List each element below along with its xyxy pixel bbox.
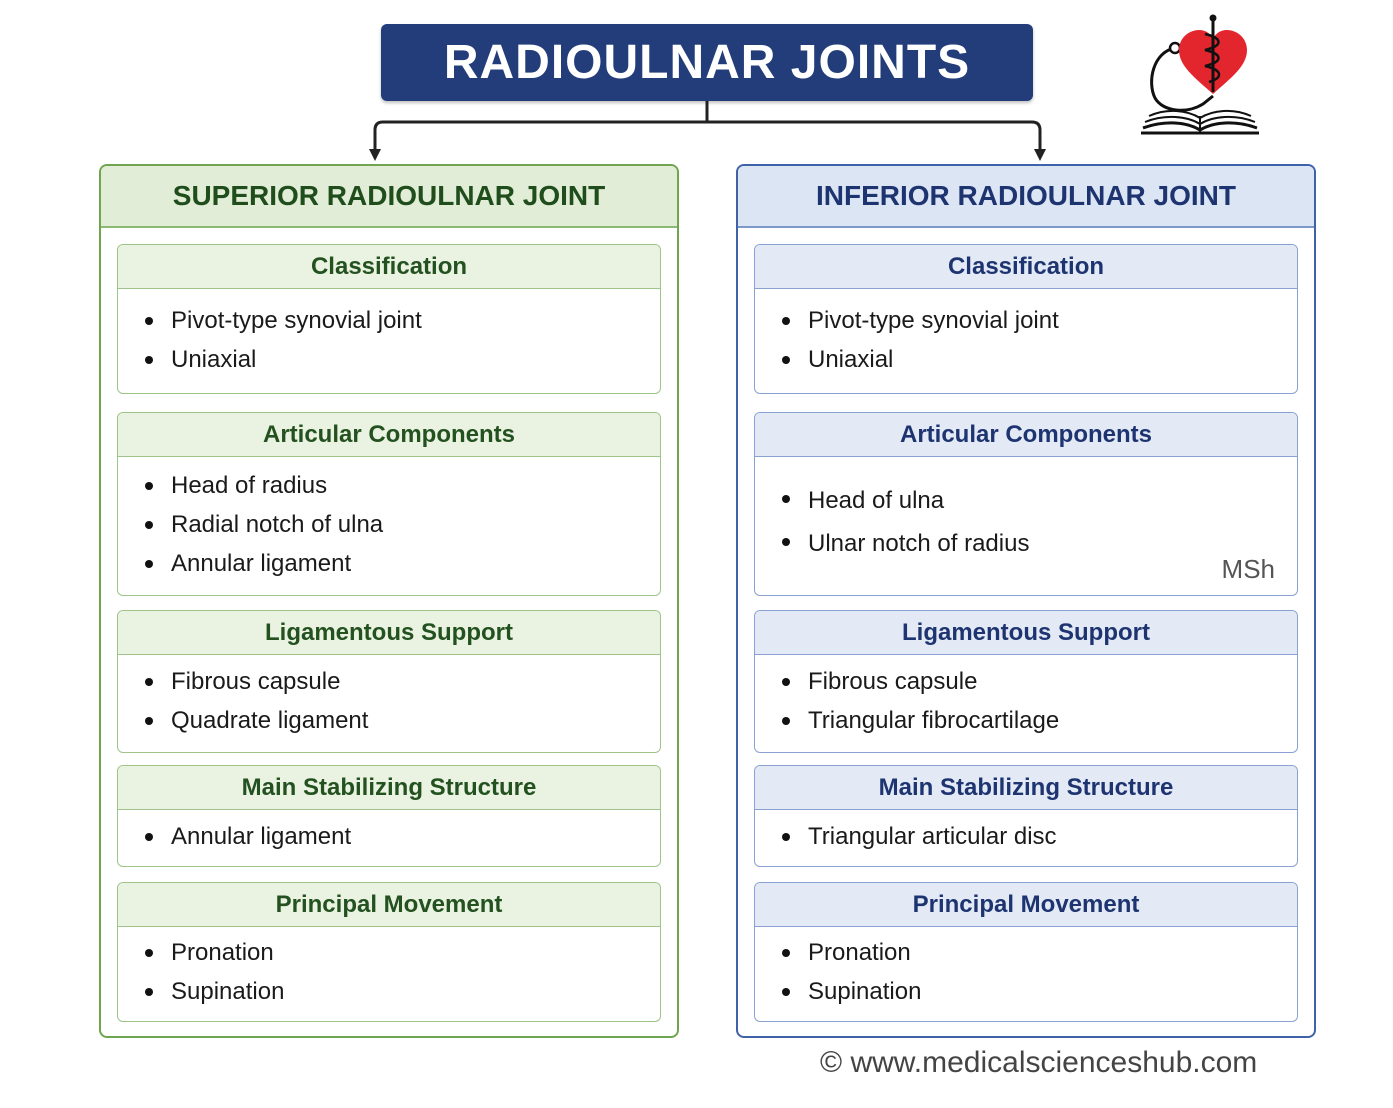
card-title: Articular Components xyxy=(118,413,660,457)
page-title-text: RADIOULNAR JOINTS xyxy=(443,36,971,89)
inferior-card-principal-movement: Principal Movement Pronation Supination xyxy=(754,882,1298,1022)
superior-panel: SUPERIOR RADIOULNAR JOINT Classification… xyxy=(99,164,679,1038)
list-item: Pivot-type synovial joint xyxy=(118,301,660,340)
card-title: Principal Movement xyxy=(118,883,660,927)
list-item: Annular ligament xyxy=(118,817,660,856)
item-list: Head of radius Radial notch of ulna Annu… xyxy=(118,457,660,583)
superior-panel-heading: SUPERIOR RADIOULNAR JOINT xyxy=(101,166,677,228)
item-list: Fibrous capsule Triangular fibrocartilag… xyxy=(755,655,1297,740)
inferior-card-ligamentous-support: Ligamentous Support Fibrous capsule Tria… xyxy=(754,610,1298,753)
inferior-card-articular-components: Articular Components Head of ulna Ulnar … xyxy=(754,412,1298,596)
inferior-panel: INFERIOR RADIOULNAR JOINT Classification… xyxy=(736,164,1316,1038)
open-book-icon xyxy=(1141,110,1259,135)
superior-card-main-stabilizing-structure: Main Stabilizing Structure Annular ligam… xyxy=(117,765,661,867)
list-item: Quadrate ligament xyxy=(118,701,660,740)
page-title: RADIOULNAR JOINTS xyxy=(381,24,1033,101)
list-item: Head of ulna xyxy=(755,479,1297,522)
watermark: MSh xyxy=(1221,554,1275,584)
arrowhead-left-icon xyxy=(369,149,381,161)
copyright-link[interactable]: © www.medicalscienceshub.com xyxy=(820,1046,1258,1079)
list-item: Pronation xyxy=(755,933,1297,972)
inferior-card-classification: Classification Pivot-type synovial joint… xyxy=(754,244,1298,394)
list-item: Ulnar notch of radius xyxy=(755,522,1297,565)
list-item: Uniaxial xyxy=(118,340,660,379)
list-item: Radial notch of ulna xyxy=(118,505,660,544)
list-item: Supination xyxy=(755,972,1297,1011)
list-item: Fibrous capsule xyxy=(755,662,1297,701)
connector-left-branch xyxy=(373,120,707,150)
superior-card-ligamentous-support: Ligamentous Support Fibrous capsule Quad… xyxy=(117,610,661,753)
list-item: Supination xyxy=(118,972,660,1011)
list-item: Fibrous capsule xyxy=(118,662,660,701)
superior-card-classification: Classification Pivot-type synovial joint… xyxy=(117,244,661,394)
list-item: Head of radius xyxy=(118,466,660,505)
superior-card-principal-movement: Principal Movement Pronation Supination xyxy=(117,882,661,1022)
card-title: Classification xyxy=(755,245,1297,289)
caduceus-icon xyxy=(1204,14,1221,92)
list-item: Annular ligament xyxy=(118,544,660,583)
list-item: Pronation xyxy=(118,933,660,972)
item-list: Triangular articular disc xyxy=(755,810,1297,856)
item-list: Pronation Supination xyxy=(118,927,660,1011)
card-title: Classification xyxy=(118,245,660,289)
arrowhead-right-icon xyxy=(1034,149,1046,161)
inferior-panel-heading: INFERIOR RADIOULNAR JOINT xyxy=(738,166,1314,228)
item-list: Pivot-type synovial joint Uniaxial xyxy=(755,289,1297,379)
superior-card-articular-components: Articular Components Head of radius Radi… xyxy=(117,412,661,596)
list-item: Uniaxial xyxy=(755,340,1297,379)
card-title: Principal Movement xyxy=(755,883,1297,927)
connector-right-branch xyxy=(707,120,1042,150)
card-title: Ligamentous Support xyxy=(755,611,1297,655)
list-item: Triangular articular disc xyxy=(755,817,1297,856)
medical-logo xyxy=(1141,14,1259,135)
list-item: Pivot-type synovial joint xyxy=(755,301,1297,340)
stethoscope-icon xyxy=(1150,41,1214,112)
card-title: Main Stabilizing Structure xyxy=(118,766,660,810)
card-title: Articular Components xyxy=(755,413,1297,457)
inferior-card-main-stabilizing-structure: Main Stabilizing Structure Triangular ar… xyxy=(754,765,1298,867)
item-list: Fibrous capsule Quadrate ligament xyxy=(118,655,660,740)
list-item: Triangular fibrocartilage xyxy=(755,701,1297,740)
item-list: Pronation Supination xyxy=(755,927,1297,1011)
item-list: Annular ligament xyxy=(118,810,660,856)
card-title: Main Stabilizing Structure xyxy=(755,766,1297,810)
item-list: Head of ulna Ulnar notch of radius xyxy=(755,457,1297,565)
item-list: Pivot-type synovial joint Uniaxial xyxy=(118,289,660,379)
card-title: Ligamentous Support xyxy=(118,611,660,655)
